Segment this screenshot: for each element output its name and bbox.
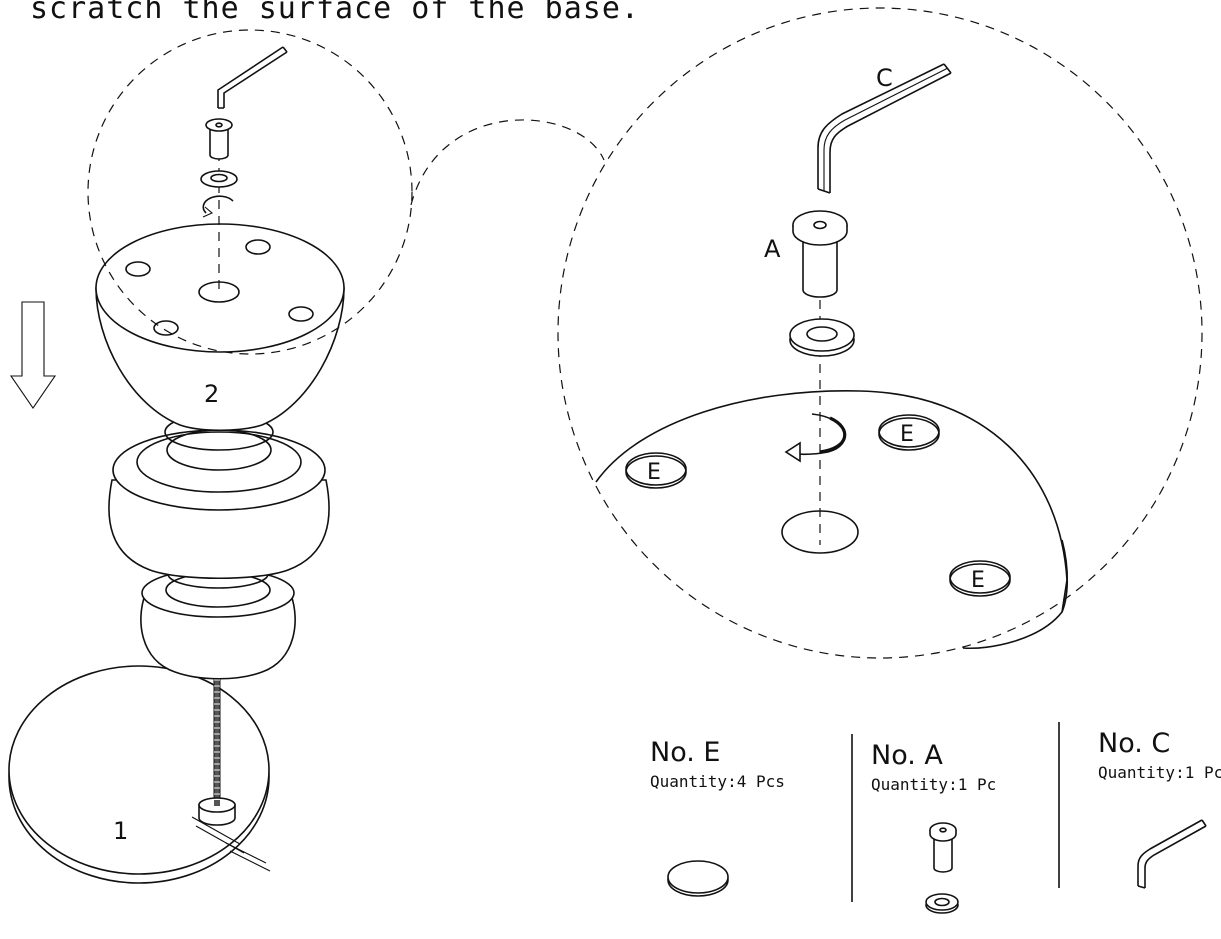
part-a-title: No. A <box>871 740 943 771</box>
cap-e-1: E <box>625 452 687 489</box>
small-exploded-parts <box>200 46 288 218</box>
part-c-title: No. C <box>1098 728 1170 759</box>
middle-bead <box>108 413 330 580</box>
threaded-rod <box>213 676 221 806</box>
upper-bowl <box>95 223 345 432</box>
parts-list: No. E Quantity:4 Pcs No. A Quantity:1 Pc… <box>650 722 1221 914</box>
bolt-a <box>792 210 848 298</box>
svg-text:E: E <box>647 460 661 485</box>
detail-connector <box>410 119 605 206</box>
part-a-quantity: Quantity:1 Pc <box>871 775 996 794</box>
detail-circle-large <box>557 7 1203 659</box>
lamp-assembly: 1 <box>8 29 605 884</box>
key-c-label: C <box>876 64 893 92</box>
base-nut <box>198 797 236 826</box>
part-e-title: No. E <box>650 737 720 768</box>
base-disc <box>8 665 271 884</box>
part-c-quantity: Quantity:1 Pc <box>1098 763 1221 782</box>
base-number-label: 1 <box>113 817 128 845</box>
hex-key-c <box>817 63 952 194</box>
washer <box>789 318 855 357</box>
cap-e-2: E <box>878 414 940 451</box>
part-e-cap-icon <box>667 860 729 897</box>
part-c-hex-key-icon <box>1137 819 1207 889</box>
svg-text:E: E <box>900 422 914 447</box>
bowl-number-label: 2 <box>204 380 219 408</box>
rotate-arrow-icon <box>784 413 847 463</box>
svg-text:E: E <box>971 568 985 593</box>
detail-circle-small <box>87 29 413 355</box>
instruction-text: scratch the surface of the base. <box>30 0 640 26</box>
cap-e-3: E <box>949 560 1011 597</box>
part-a-bolt-icon <box>925 822 959 914</box>
part-e-quantity: Quantity:4 Pcs <box>650 772 785 791</box>
lower-bead <box>140 559 296 680</box>
down-arrow-icon <box>9 301 57 409</box>
bolt-a-label: A <box>764 235 781 263</box>
magnified-detail: E E E <box>557 7 1203 659</box>
